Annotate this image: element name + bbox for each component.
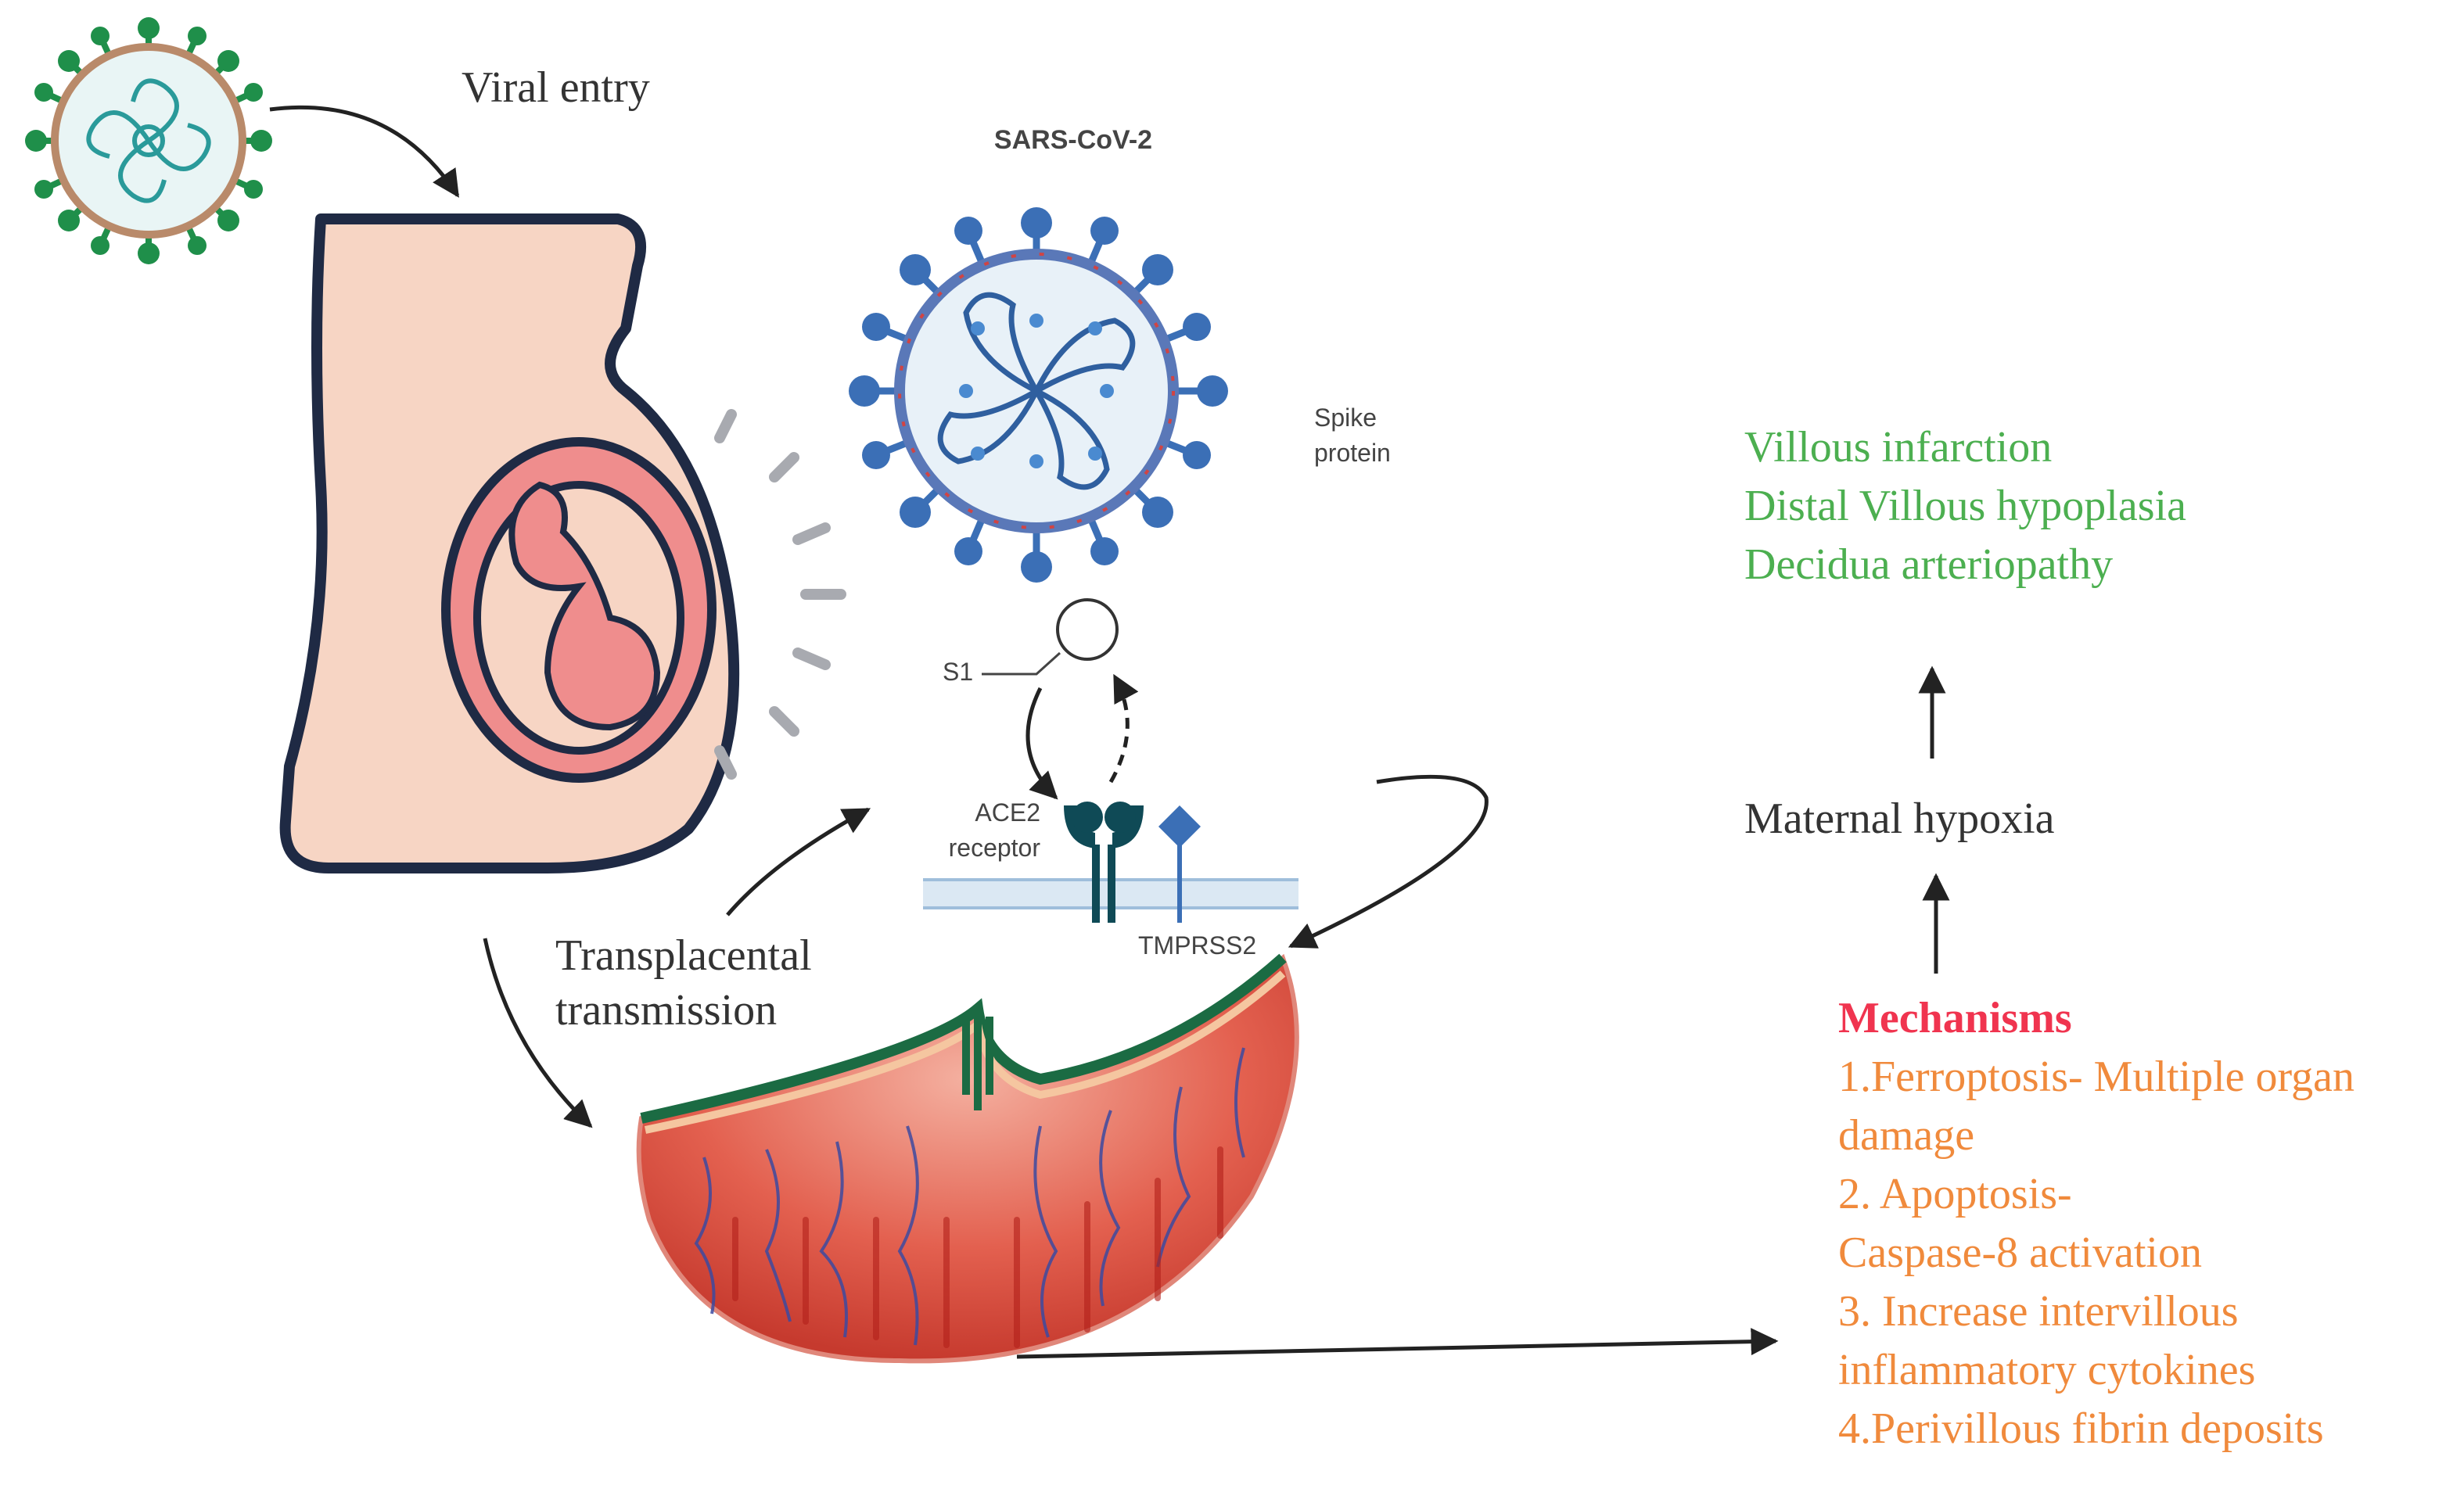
outcomes-list: Villous infarction Distal Villous hypopl… xyxy=(1744,423,2186,589)
tmprss2-icon xyxy=(1158,805,1201,923)
outcome-item: Distal Villous hypoplasia xyxy=(1744,482,2186,530)
body-to-placenta-arrow xyxy=(483,938,593,1128)
spike-protein-label-1: Spike xyxy=(1314,404,1377,432)
mechanism-line: Caspase-8 activation xyxy=(1838,1229,2202,1277)
s1-label: S1 xyxy=(943,658,973,686)
mechanism-line: 4.Perivillous fibrin deposits xyxy=(1838,1404,2324,1453)
mechanisms-title: Mechanisms xyxy=(1838,994,2072,1042)
mechanism-line: damage xyxy=(1838,1111,1974,1160)
mechanism-line: 2. Apoptosis- xyxy=(1838,1170,2072,1218)
ace2-receptor-icon xyxy=(1064,802,1144,923)
placenta-to-mechanisms-arrow xyxy=(1016,1328,1779,1359)
spike-protein-label-2: protein xyxy=(1314,439,1391,467)
tmprss2-label: TMPRSS2 xyxy=(1138,931,1256,960)
virus-title: SARS-CoV-2 xyxy=(994,125,1152,155)
loop-arrow xyxy=(1288,774,1489,949)
outcome-item: Villous infarction xyxy=(1744,423,2052,472)
binding-arrow xyxy=(1025,687,1058,800)
mechanism-line: 1.Ferroptosis- Multiple organ xyxy=(1838,1053,2354,1101)
mechanism-line: 3. Increase intervillous xyxy=(1838,1287,2239,1336)
release-arrow-dashed xyxy=(1108,673,1139,784)
sars-cov-2-virus-icon xyxy=(849,207,1228,661)
radiating-lines-icon xyxy=(714,409,846,780)
transplacental-label-2: transmission xyxy=(555,986,777,1035)
mechanisms-list: 1.Ferroptosis- Multiple organ damage 2. … xyxy=(1838,1053,2354,1453)
ace2-label-2: receptor xyxy=(949,834,1041,862)
s1-leader-line xyxy=(982,651,1061,676)
mechanism-line: inflammatory cytokines xyxy=(1838,1346,2255,1394)
transplacental-arrow-up xyxy=(726,807,871,916)
pregnant-body-illustration xyxy=(279,213,740,873)
transplacental-label-1: Transplacental xyxy=(555,931,812,980)
viral-entry-arrow xyxy=(269,105,460,198)
ace2-label-1: ACE2 xyxy=(975,798,1040,827)
small-virus-icon xyxy=(25,17,272,264)
maternal-hypoxia-label: Maternal hypoxia xyxy=(1744,795,2055,843)
outcome-item: Decidua arteriopathy xyxy=(1744,540,2113,589)
placenta-illustration xyxy=(636,953,1299,1364)
viral-entry-label: Viral entry xyxy=(462,63,650,112)
